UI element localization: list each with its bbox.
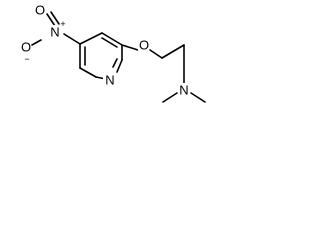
pyridine-ring <box>79 32 123 80</box>
ring-bond-c2-c3-inner <box>101 37 118 48</box>
atom-label-ring-n: N <box>105 73 114 88</box>
bond-nitro-n-o-double-a <box>46 13 56 27</box>
bond-nitro-n-o-double-b <box>50 11 60 25</box>
bond-ch2-ch2 <box>161 44 185 59</box>
ring-bond-n1-c2 <box>116 59 123 73</box>
atom-label-ether-o: O <box>139 38 149 53</box>
atom-label-nitro-n: N <box>50 25 59 40</box>
atom-label-nitro-o-minus: O <box>21 40 31 55</box>
ring-bond-c2-c3 <box>101 32 123 46</box>
charge-label-nitro-n: + <box>60 19 65 29</box>
nitro-group <box>31 11 81 46</box>
side-chain <box>121 44 206 103</box>
bond-ether-o-ch2 <box>149 49 163 59</box>
chemical-structure-figure: O N + O − N O N <box>20 3 206 103</box>
bond-amine-n-methyl-right <box>190 92 206 103</box>
ring-bond-n1-c2-inner <box>112 58 118 68</box>
bond-c2-ether-o <box>121 44 139 51</box>
atom-label-amine-n: N <box>179 83 188 98</box>
charge-label-nitro-o-minus: − <box>24 54 29 64</box>
atom-labels: O N + O − N O N <box>20 3 189 98</box>
bond-nitro-n-o-minus <box>31 39 42 46</box>
atom-label-nitro-o-top: O <box>35 3 45 18</box>
ring-bond-c5-c6 <box>79 67 97 78</box>
bond-c5-nitro-n <box>63 33 81 45</box>
ring-bond-c3-c4 <box>79 32 103 45</box>
bond-amine-n-methyl-left <box>162 92 178 103</box>
